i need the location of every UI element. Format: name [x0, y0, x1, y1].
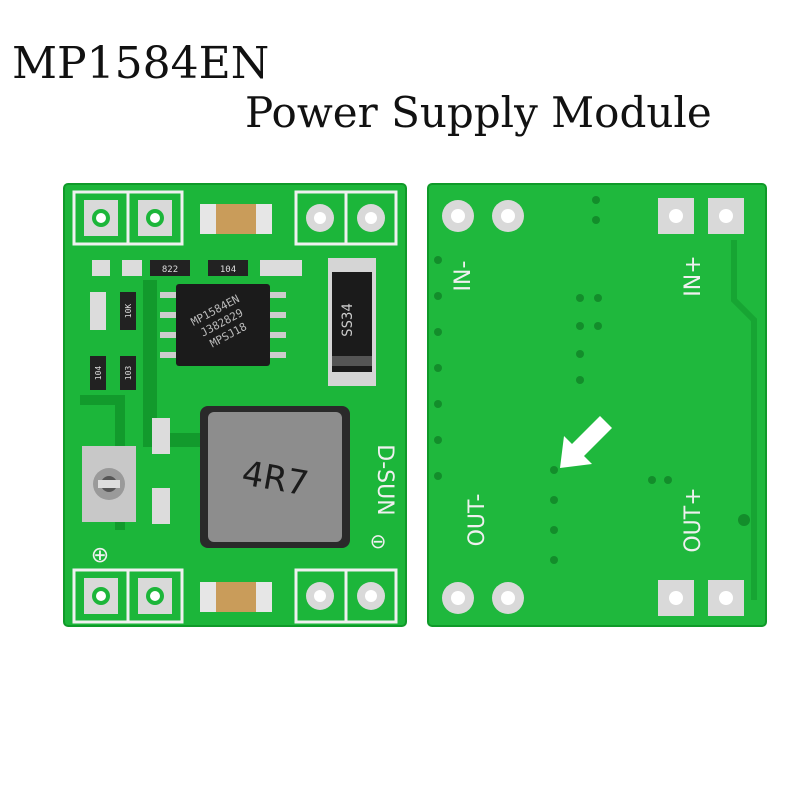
silkscreen-brand: D-SUN [372, 444, 397, 515]
plus-symbol: ⊕ [91, 543, 109, 568]
capacitor-small [152, 418, 170, 454]
back-board: IN- IN+ OUT- OUT+ [427, 183, 767, 627]
resistor-label: 822 [162, 265, 178, 275]
diode-label: SS34 [340, 303, 356, 337]
capacitor-small [152, 488, 170, 524]
minus-symbol: ⊖ [370, 529, 387, 553]
page-subtitle: Power Supply Module [245, 88, 712, 137]
front-board: 822 104 10K 104 103 MP1584EN J382829 MPS… [63, 183, 407, 627]
pad-group-bottom-left [72, 568, 184, 624]
pad-group-top-right [294, 190, 398, 246]
label-out-minus: OUT- [465, 494, 490, 547]
label-in-minus: IN- [451, 261, 476, 292]
down-arrow-icon [560, 416, 612, 468]
page-title: MP1584EN [12, 38, 270, 89]
via-holes [434, 196, 750, 564]
capacitor-top [200, 204, 272, 234]
pad-group-bottom-right [294, 568, 398, 624]
resistor-label: 104 [94, 366, 103, 381]
ic-chip: MP1584EN J382829 MPSJ18 [160, 284, 286, 366]
inductor-4r7: 4R7 [200, 406, 350, 548]
label-in-plus: IN+ [681, 255, 706, 296]
resistor-row: 822 104 10K 104 103 [90, 260, 302, 390]
potentiometer [82, 446, 136, 522]
capacitor-bottom [200, 582, 272, 612]
resistor-label: 10K [124, 304, 133, 319]
resistor-label: 103 [124, 366, 133, 381]
diode-ss34: SS34 [328, 258, 376, 386]
resistor-label: 104 [220, 265, 236, 275]
label-out-plus: OUT+ [681, 487, 706, 552]
pad-group-top-left [72, 190, 184, 246]
